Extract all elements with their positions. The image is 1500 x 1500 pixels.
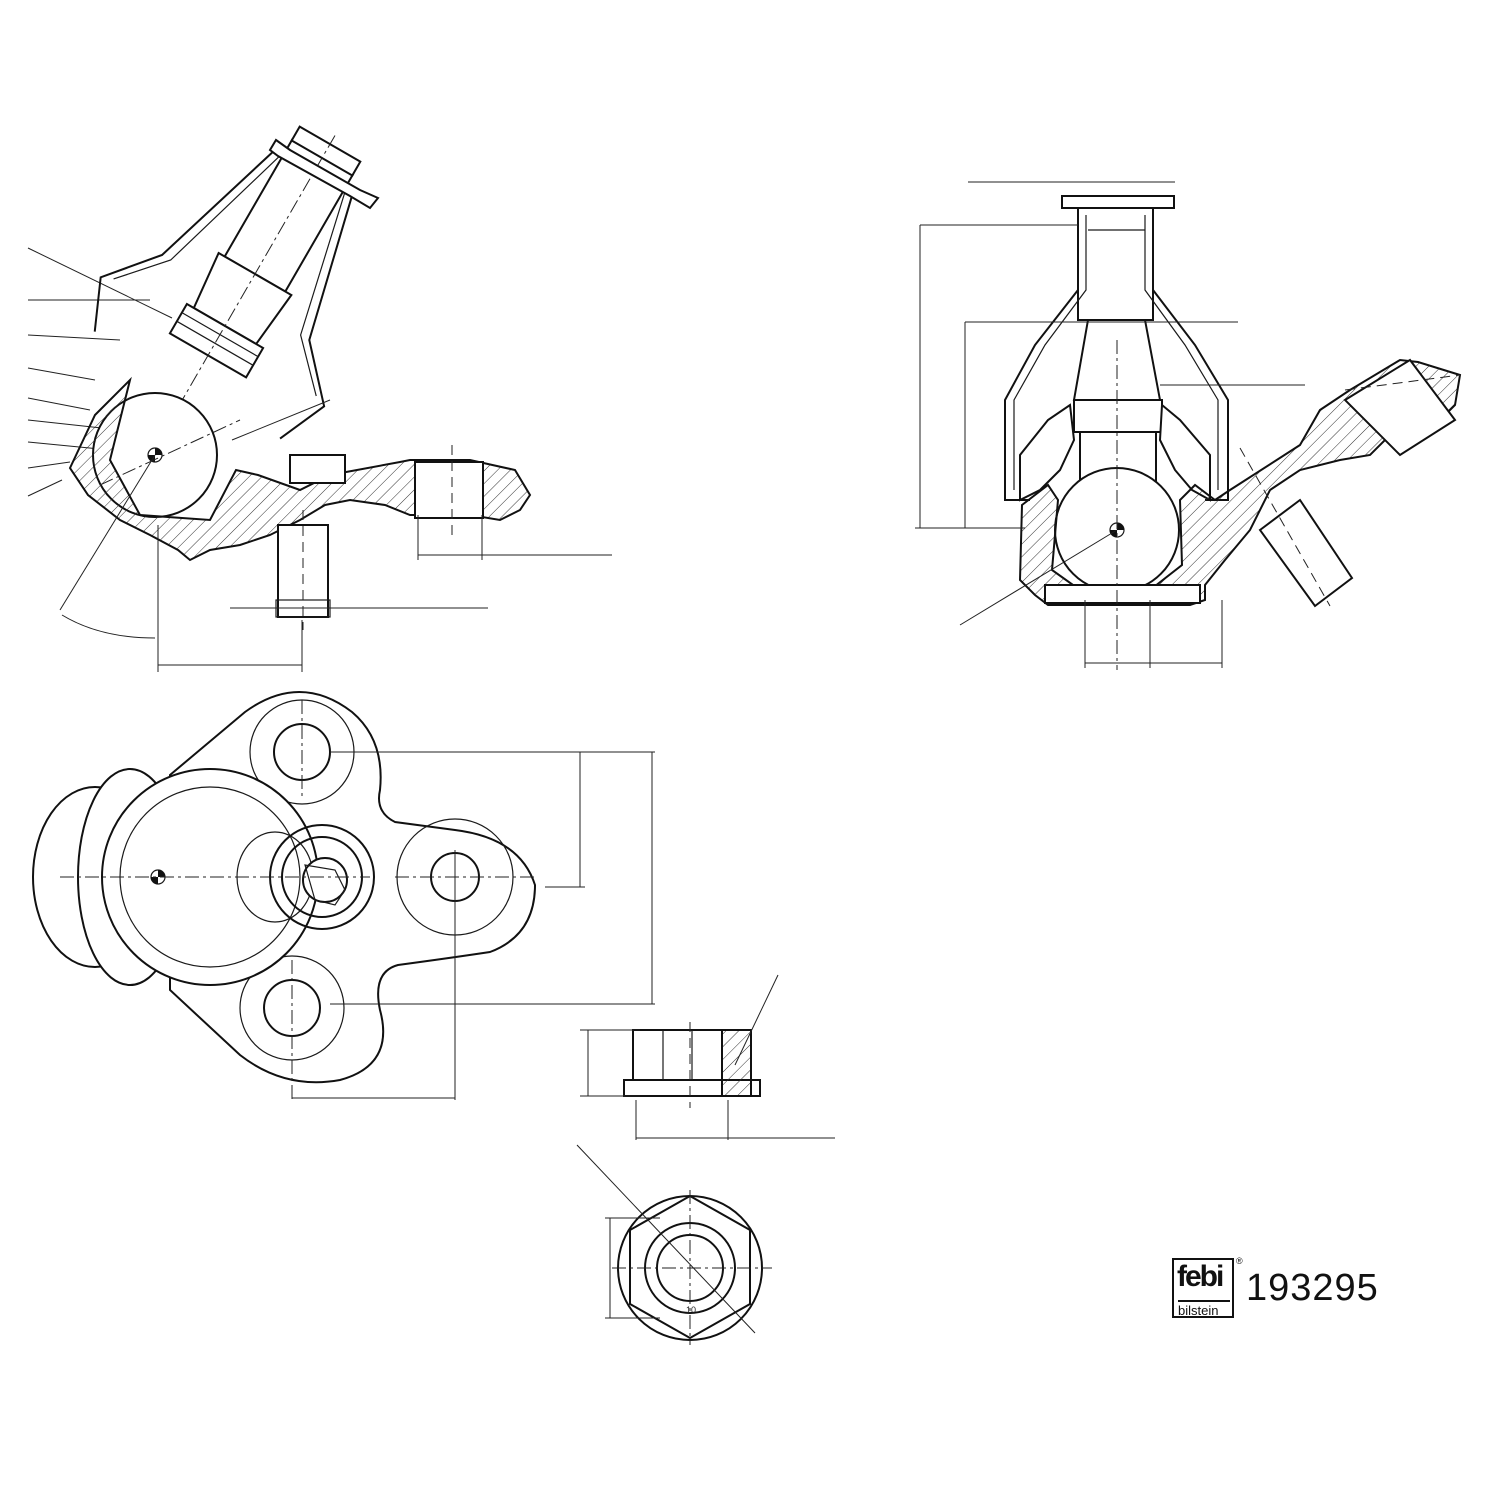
brand-block: febi bilstein ® 193295 [1172, 1256, 1379, 1318]
logo-main-text: febi [1177, 1260, 1224, 1293]
upright-section-view [915, 181, 1462, 670]
part-number: 193295 [1246, 1266, 1379, 1309]
logo-sub-text: bilstein [1178, 1300, 1230, 1318]
tilted-section-view [27, 125, 612, 672]
nut-label: 10 [686, 1305, 696, 1315]
febi-bilstein-logo: febi bilstein ® [1172, 1256, 1243, 1318]
top-view [32, 691, 655, 1100]
nut-top-view: 10 [576, 1144, 772, 1345]
registered-mark: ® [1236, 1256, 1243, 1266]
nut-side-view [580, 974, 835, 1140]
